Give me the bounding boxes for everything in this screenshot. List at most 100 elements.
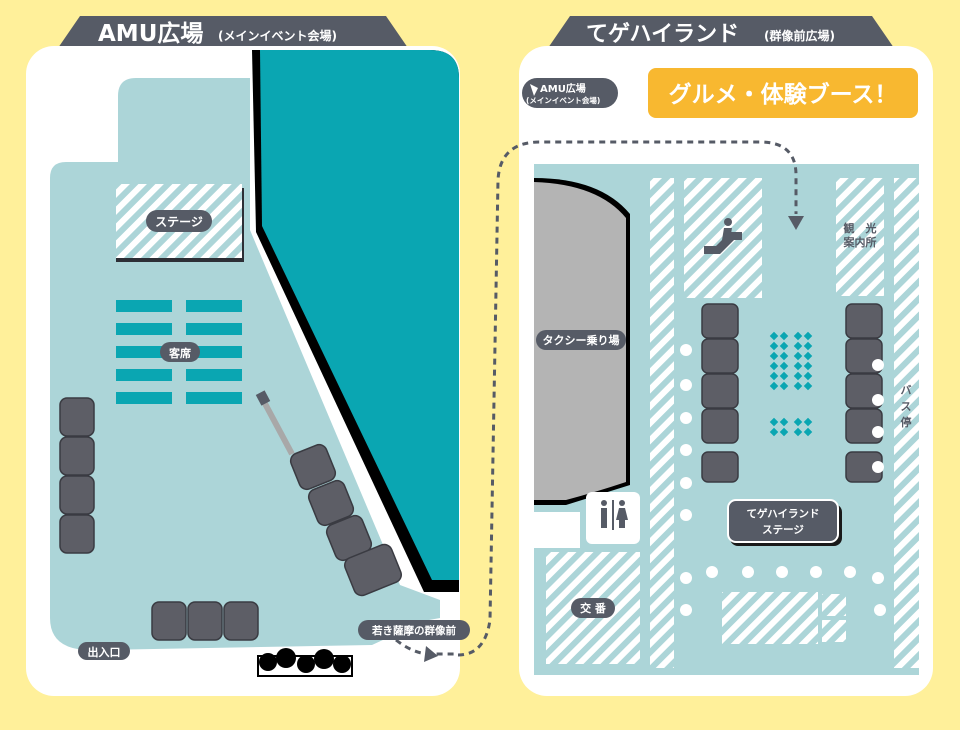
seat-row <box>116 346 172 358</box>
seat-diamond <box>769 381 779 391</box>
bollard-dot <box>680 604 692 616</box>
tent <box>187 601 223 641</box>
diagonal-tents <box>289 443 403 597</box>
seat-diamond <box>793 361 803 371</box>
seat-diamond <box>803 371 813 381</box>
seat-diamond <box>793 427 803 437</box>
bollard-dot <box>680 344 692 356</box>
seat-diamond <box>779 341 789 351</box>
seat-diamond <box>769 427 779 437</box>
police-box-label: 交 番 <box>580 601 607 615</box>
seat-diamond <box>793 351 803 361</box>
pole <box>259 396 295 456</box>
bus-stop-label-1: バ <box>901 384 912 397</box>
seat-row <box>186 346 242 358</box>
arrow-icon <box>424 646 438 662</box>
seat-diamond <box>769 417 779 427</box>
left-tab <box>58 16 408 48</box>
seat-diamond <box>793 381 803 391</box>
stage-right-line2: ステージ <box>762 524 804 536</box>
tent <box>59 436 95 476</box>
tent <box>701 451 739 483</box>
seat-diamond <box>793 331 803 341</box>
bus-stop-label-2: ス <box>901 400 912 413</box>
seating-label: 客席 <box>168 346 191 360</box>
statue-label: 若き薩摩の群像前 <box>371 624 456 637</box>
hatched-block-small <box>822 620 846 642</box>
bottom-tents <box>151 601 259 641</box>
pole-cap <box>255 390 271 406</box>
amu-tag <box>522 78 618 108</box>
entrance-label: 出入口 <box>88 645 121 659</box>
bollard-dot <box>844 566 856 578</box>
bollard-dot <box>776 566 788 578</box>
police-box-pill <box>571 598 615 618</box>
seating-rows <box>116 300 242 404</box>
bollard-dot <box>874 604 886 616</box>
bollard-dot <box>680 477 692 489</box>
seat-diamond <box>803 341 813 351</box>
entrance-pill <box>78 642 130 660</box>
hatched-block <box>722 592 818 644</box>
bollard-dot <box>742 566 754 578</box>
tourist-info-area <box>836 178 884 296</box>
bollard-dot <box>706 566 718 578</box>
amu-building <box>260 50 459 580</box>
right-tab-subtitle: (群像前広場) <box>764 28 835 43</box>
seat-row <box>186 323 242 335</box>
tourist-info-line1: 観 光 <box>844 221 877 235</box>
bollard-dot <box>680 509 692 521</box>
seat-diamond <box>779 371 789 381</box>
tent <box>701 338 739 374</box>
left-tab-title: AMU広場 <box>98 20 203 47</box>
seat-diamond <box>803 427 813 437</box>
amu-tag-subtitle: (メインイベント会場) <box>526 95 600 105</box>
taxi-label-pill <box>536 330 626 350</box>
seat-diamond <box>769 361 779 371</box>
bollard-dot <box>872 426 884 438</box>
bollard-dots <box>680 344 886 616</box>
seat-diamond <box>769 341 779 351</box>
seating-label-pill <box>160 342 200 362</box>
seat-diamond <box>793 341 803 351</box>
tent <box>307 479 355 527</box>
arrow-icon <box>788 216 804 230</box>
left-map: AMU広場 (メインイベント会場) ステージ 客席 <box>26 16 470 696</box>
seat-row <box>116 323 172 335</box>
teguhailand-stage <box>727 499 839 543</box>
seat-diamond <box>803 351 813 361</box>
bollard-dot <box>872 394 884 406</box>
tent <box>701 408 739 444</box>
tent <box>59 514 95 554</box>
seat-diamond <box>803 417 813 427</box>
tent <box>845 408 883 444</box>
tree-icon <box>259 648 351 673</box>
seat-diamond <box>779 381 789 391</box>
seat-diamond <box>803 361 813 371</box>
right-tab-title: てゲハイランド <box>586 22 739 47</box>
walkway-path <box>650 178 674 668</box>
tent-column-right <box>845 303 883 483</box>
bollard-dot <box>872 572 884 584</box>
stage-right-line1: てゲハイランド <box>746 507 819 520</box>
seat-diamond <box>779 351 789 361</box>
seat-row <box>116 392 172 404</box>
tent <box>151 601 187 641</box>
tent <box>59 475 95 515</box>
tent <box>701 373 739 409</box>
gourmet-banner <box>648 68 918 118</box>
seat-diamond <box>793 371 803 381</box>
tourist-info-line2: 案内所 <box>843 235 877 249</box>
gourmet-banner-text: グルメ・体験ブース！ <box>669 81 898 108</box>
tent <box>701 303 739 339</box>
left-tents <box>59 397 95 554</box>
walking-route <box>457 140 798 657</box>
seat-row <box>116 369 172 381</box>
bus-stop-label-3: 停 <box>901 415 912 429</box>
arrow-icon <box>530 84 538 96</box>
seat-diamond <box>793 417 803 427</box>
seat-diamond <box>779 417 789 427</box>
seat-diamond <box>769 351 779 361</box>
seat-diamond <box>769 331 779 341</box>
